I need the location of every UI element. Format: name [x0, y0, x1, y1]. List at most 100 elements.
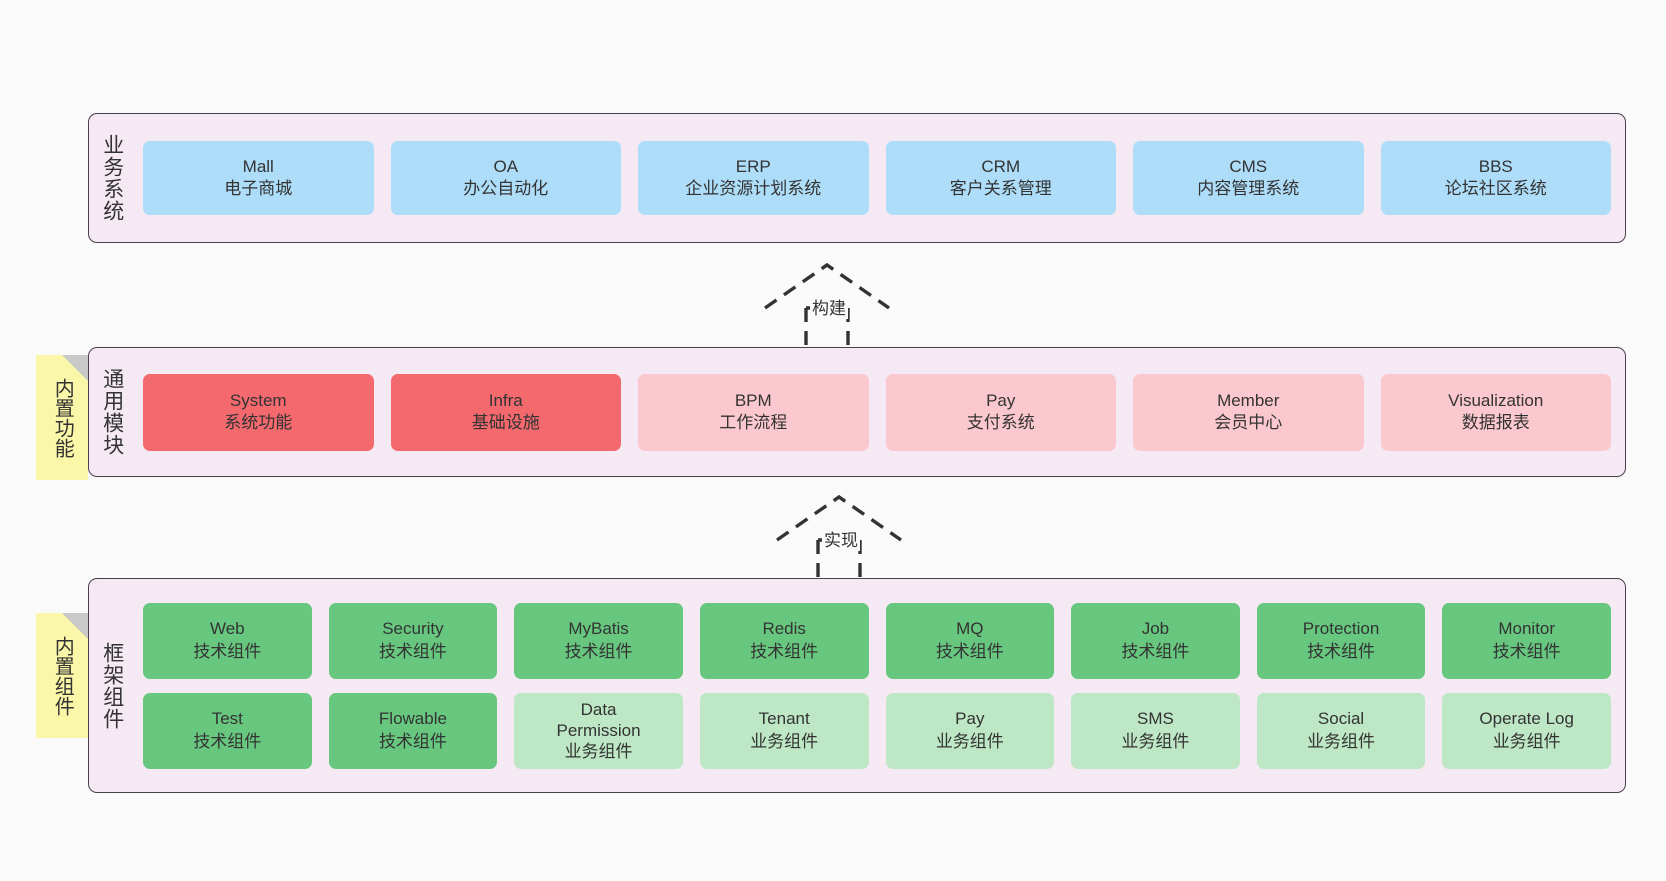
node-social[interactable]: Social 业务组件 [1256, 692, 1426, 769]
node-test[interactable]: Test 技术组件 [143, 692, 312, 769]
node-subtitle: 电子商城 [224, 179, 293, 198]
sticky-note-builtin-features: 内置功能 [36, 355, 88, 480]
node-mall[interactable]: Mall 电子商城 [143, 141, 374, 215]
layer-body-business-systems: Mall 电子商城 OA 办公自动化 ERP 企业资源计划系统 CRM 客户关系… [135, 114, 1625, 242]
node-mybatis[interactable]: MyBatis 技术组件 [514, 602, 683, 679]
layer-framework-components: 框架组件 Web 技术组件 Security 技术组件 MyBatis 技术组件… [88, 578, 1626, 793]
node-title: Pay [955, 709, 985, 729]
layer-body-common-modules: System 系统功能 Infra 基础设施 BPM 工作流程 Pay 支付系统… [135, 348, 1625, 476]
layer-body-framework-components: Web 技术组件 Security 技术组件 MyBatis 技术组件 Redi… [135, 579, 1625, 792]
node-title: Tenant [758, 709, 810, 729]
node-subtitle: 客户关系管理 [949, 179, 1052, 198]
node-title: Operate Log [1479, 709, 1574, 729]
node-title: Security [382, 619, 444, 639]
node-row: Test 技术组件 Flowable 技术组件 Data Permission … [143, 692, 1611, 769]
node-title: Protection [1302, 619, 1380, 639]
node-title: Mall [242, 156, 274, 176]
node-pay-module[interactable]: Pay 支付系统 [885, 373, 1116, 451]
node-protection[interactable]: Protection 技术组件 [1256, 602, 1426, 679]
layer-title-common-modules: 通用模块 [100, 368, 124, 456]
node-title: BBS [1478, 156, 1513, 176]
node-bbs[interactable]: BBS 论坛社区系统 [1380, 141, 1611, 215]
node-subtitle: 系统功能 [224, 413, 293, 432]
node-title: Job [1141, 619, 1170, 639]
node-title: Flowable [378, 709, 447, 729]
node-title: Redis [762, 619, 806, 639]
node-crm[interactable]: CRM 客户关系管理 [885, 141, 1116, 215]
node-sms[interactable]: SMS 业务组件 [1071, 692, 1240, 769]
note-fold-corner-icon [62, 355, 88, 381]
node-redis[interactable]: Redis 技术组件 [699, 602, 869, 679]
node-title: CMS [1229, 156, 1268, 176]
node-subtitle: 技术组件 [378, 731, 447, 751]
node-row: Web 技术组件 Security 技术组件 MyBatis 技术组件 Redi… [143, 602, 1611, 679]
node-subtitle: 业务组件 [1307, 731, 1376, 751]
connector-build: 构建 [760, 258, 910, 348]
node-system[interactable]: System 系统功能 [143, 373, 374, 451]
node-cms[interactable]: CMS 内容管理系统 [1133, 141, 1364, 215]
node-row: System 系统功能 Infra 基础设施 BPM 工作流程 Pay 支付系统… [143, 373, 1611, 451]
arrow-head-path [776, 494, 902, 542]
node-subtitle: 技术组件 [378, 641, 447, 661]
node-subtitle: 技术组件 [193, 641, 262, 661]
node-title: SMS [1137, 709, 1174, 729]
node-subtitle: 技术组件 [935, 641, 1004, 661]
arrow-head-path [764, 262, 890, 310]
node-title: Pay [986, 390, 1016, 410]
node-subtitle: 技术组件 [750, 641, 819, 661]
layer-business-systems: 业务系统 Mall 电子商城 OA 办公自动化 ERP 企业资源计划系统 CRM… [88, 113, 1626, 243]
node-subtitle: 技术组件 [564, 641, 633, 661]
connector-implement: 实现 [772, 490, 922, 580]
node-title: MyBatis [568, 619, 629, 639]
node-member[interactable]: Member 会员中心 [1133, 373, 1364, 451]
node-erp[interactable]: ERP 企业资源计划系统 [638, 141, 869, 215]
node-row: Mall 电子商城 OA 办公自动化 ERP 企业资源计划系统 CRM 客户关系… [143, 141, 1611, 215]
node-title: Monitor [1498, 619, 1556, 639]
node-subtitle: 工作流程 [719, 413, 788, 432]
node-subtitle: 支付系统 [966, 413, 1035, 432]
node-mq[interactable]: MQ 技术组件 [885, 602, 1055, 679]
node-oa[interactable]: OA 办公自动化 [390, 141, 621, 215]
node-subtitle: 技术组件 [1121, 641, 1190, 661]
node-operate-log[interactable]: Operate Log 业务组件 [1442, 692, 1611, 769]
node-subtitle: 会员中心 [1214, 413, 1283, 432]
sticky-note-builtin-components: 内置组件 [36, 613, 88, 738]
connector-label-build: 构建 [810, 294, 848, 319]
node-flowable[interactable]: Flowable 技术组件 [328, 692, 498, 769]
node-title: Member [1217, 390, 1280, 410]
node-subtitle: 业务组件 [750, 731, 819, 751]
note-fold-corner-icon [62, 613, 88, 639]
node-data-permission[interactable]: Data Permission 业务组件 [514, 692, 683, 769]
node-title: Data Permission [556, 699, 641, 740]
node-subtitle: 业务组件 [1492, 731, 1561, 751]
node-bpm[interactable]: BPM 工作流程 [638, 373, 869, 451]
node-subtitle: 企业资源计划系统 [685, 179, 822, 198]
node-subtitle: 基础设施 [471, 413, 540, 432]
node-title: Visualization [1448, 390, 1544, 410]
node-monitor[interactable]: Monitor 技术组件 [1442, 602, 1611, 679]
sticky-note-label: 内置组件 [51, 635, 74, 716]
layer-common-modules: 通用模块 System 系统功能 Infra 基础设施 BPM 工作流程 Pay… [88, 347, 1626, 477]
node-subtitle: 办公自动化 [463, 179, 549, 198]
sticky-note-label: 内置功能 [51, 377, 74, 458]
node-pay-component[interactable]: Pay 业务组件 [885, 692, 1055, 769]
node-title: Infra [488, 390, 523, 410]
node-web[interactable]: Web 技术组件 [143, 602, 312, 679]
node-subtitle: 业务组件 [1121, 731, 1190, 751]
node-subtitle: 技术组件 [1307, 641, 1376, 661]
node-title: MQ [956, 619, 984, 639]
node-visualization[interactable]: Visualization 数据报表 [1380, 373, 1611, 451]
node-job[interactable]: Job 技术组件 [1071, 602, 1240, 679]
node-title: OA [493, 156, 519, 176]
layer-title-framework-components: 框架组件 [100, 641, 124, 730]
node-infra[interactable]: Infra 基础设施 [390, 373, 621, 451]
node-tenant[interactable]: Tenant 业务组件 [699, 692, 869, 769]
layer-title-business-systems: 业务系统 [100, 134, 124, 222]
node-subtitle: 业务组件 [564, 742, 633, 762]
node-subtitle: 技术组件 [193, 731, 262, 751]
node-title: System [229, 390, 287, 410]
node-security[interactable]: Security 技术组件 [328, 602, 498, 679]
node-subtitle: 业务组件 [935, 731, 1004, 751]
node-subtitle: 数据报表 [1461, 413, 1530, 432]
